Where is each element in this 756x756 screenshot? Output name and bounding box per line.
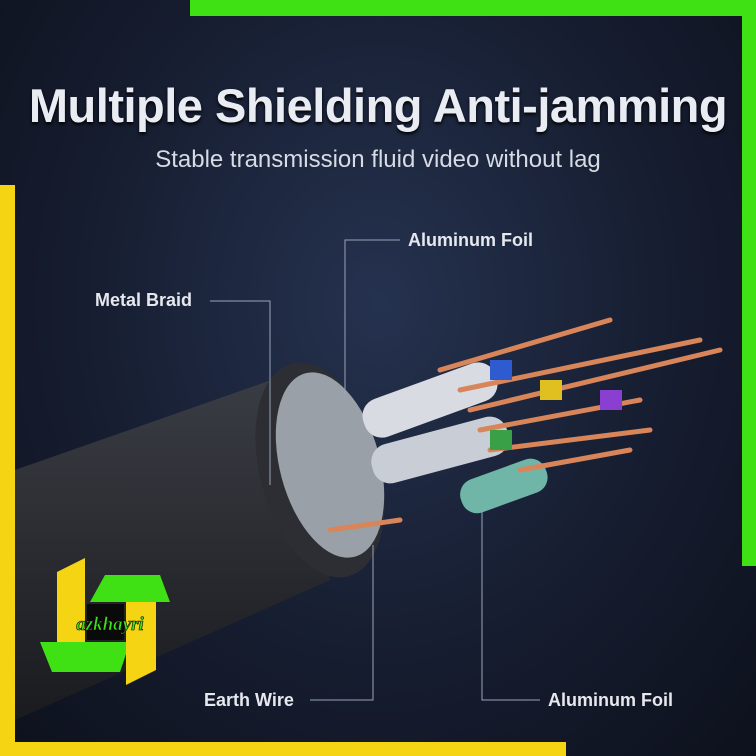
logo-text: azkhayri	[76, 614, 144, 635]
frame-yellow-left	[0, 185, 15, 756]
frame-green-top	[190, 0, 756, 16]
label-aluminum-foil-bottom: Aluminum Foil	[548, 690, 673, 710]
label-earth-wire: Earth Wire	[204, 690, 294, 710]
subheadline: Stable transmission fluid video without …	[155, 146, 601, 173]
frame-yellow-bottom	[0, 742, 566, 756]
wire-pairs	[327, 317, 723, 533]
label-metal-braid: Metal Braid	[95, 290, 193, 310]
metal-braid	[275, 372, 385, 558]
callout-lines	[210, 239, 540, 701]
headline: Multiple Shielding Anti-jamming	[28, 79, 728, 132]
label-aluminum-foil-top: Aluminum Foil	[408, 230, 533, 250]
logo: azkhayri	[40, 558, 170, 685]
frame-green-right	[742, 0, 756, 566]
